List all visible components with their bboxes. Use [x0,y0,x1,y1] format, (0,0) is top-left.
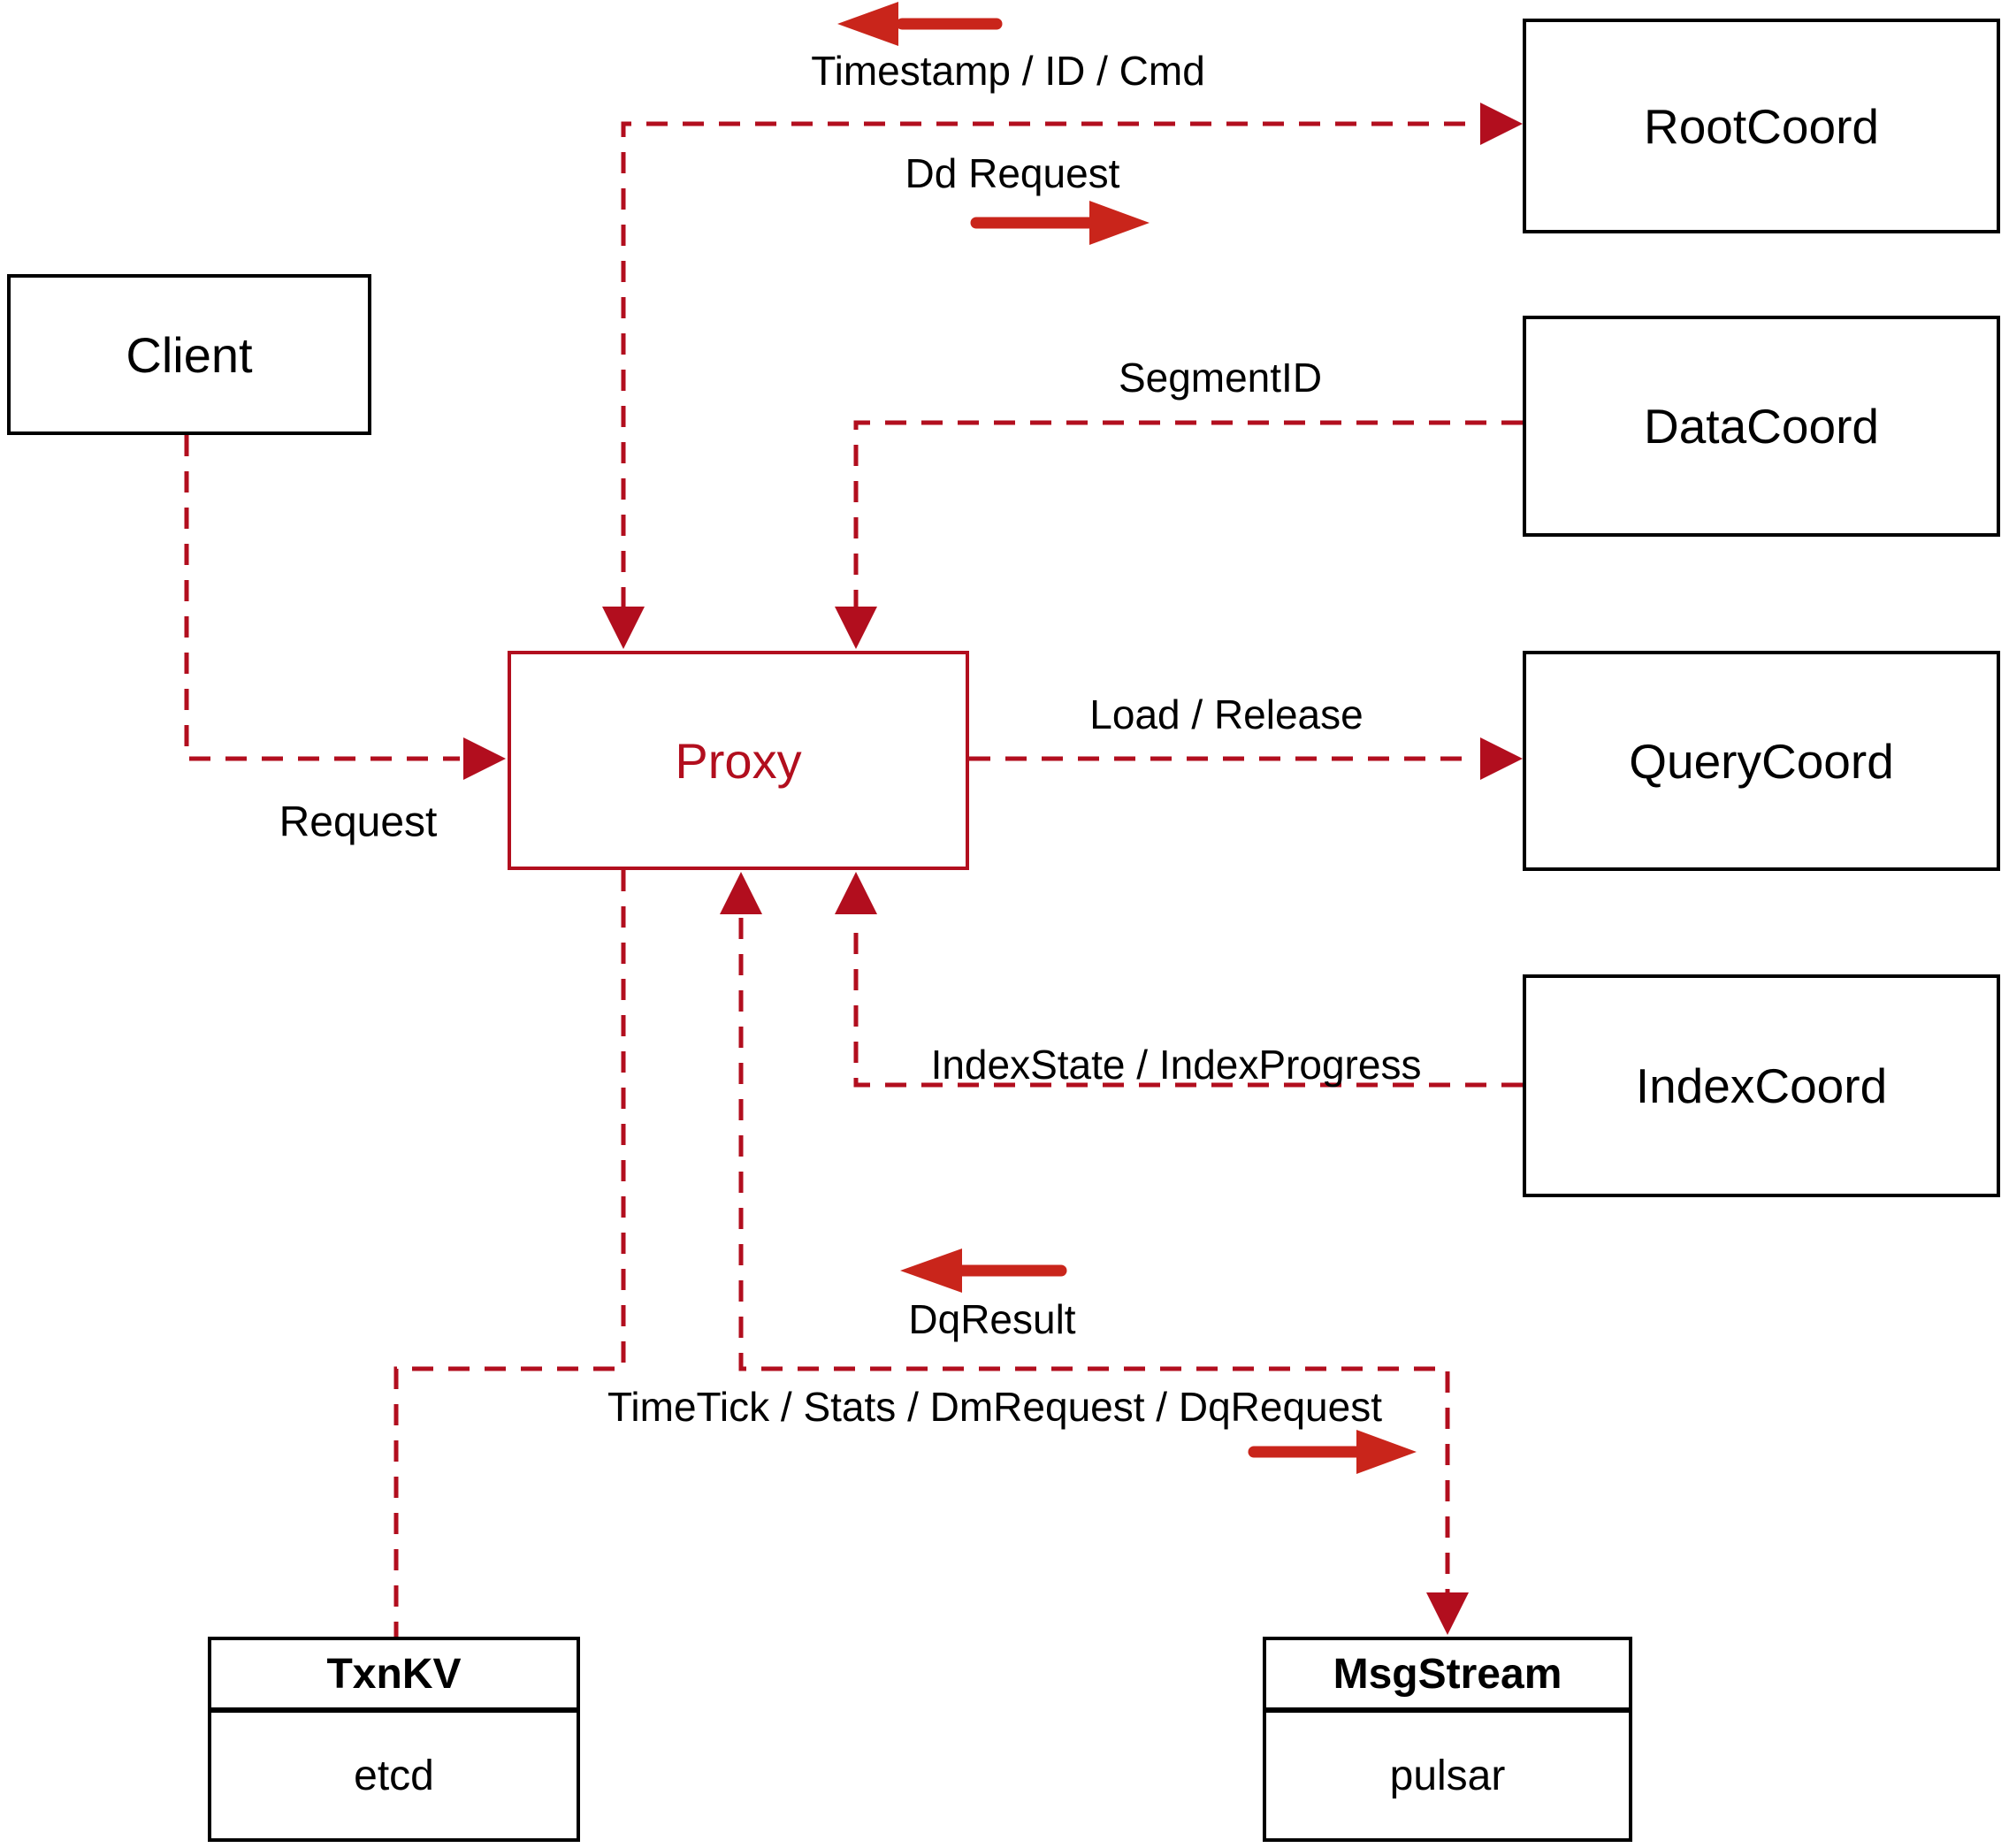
node-txnkv: TxnKV etcd [208,1637,580,1842]
timetick-direction-arrow-head [1356,1430,1417,1474]
node-datacoord: DataCoord [1523,316,2000,537]
dq-result-direction-arrow-head [900,1249,962,1293]
edge-label-index-state: IndexState / IndexProgress [930,1042,1422,1088]
edge-indexcoord-proxy [853,918,1523,1088]
edge-label-dq-result: DqResult [908,1296,1076,1342]
node-proxy-label: Proxy [675,732,802,789]
edge-label-load-release: Load / Release [1089,691,1364,737]
arrowhead-into-proxy-bottom-right [835,872,877,914]
node-txnkv-title: TxnKV [211,1640,577,1713]
edge-client-proxy [184,435,460,761]
node-client: Client [7,274,371,435]
node-indexcoord-label: IndexCoord [1635,1058,1888,1113]
arrowhead-into-proxy-top-right [835,607,877,649]
node-proxy: Proxy [508,651,969,870]
node-rootcoord: RootCoord [1523,19,2000,233]
arrowhead-into-proxy-bottom-middle [720,872,762,914]
edge-proxy-rootcoord [621,121,1477,608]
edge-datacoord-proxy [853,420,1523,608]
node-msgstream: MsgStream pulsar [1263,1637,1632,1842]
timestamp-direction-arrow-head [837,2,898,46]
node-querycoord: QueryCoord [1523,651,2000,871]
edge-label-timetick: TimeTick / Stats / DmRequest / DqRequest [607,1384,1382,1430]
edge-label-request: Request [279,798,438,846]
arrowhead-into-proxy-top-left [602,607,645,649]
arrowhead-into-msgstream [1426,1592,1469,1635]
arrowhead-into-proxy-left [463,737,506,780]
node-querycoord-label: QueryCoord [1629,733,1894,789]
node-txnkv-subtitle: etcd [354,1752,434,1799]
edge-label-dd-request: Dd Request [905,150,1120,196]
node-msgstream-title: MsgStream [1266,1640,1629,1713]
edge-label-timestamp-id-cmd: Timestamp / ID / Cmd [811,48,1205,94]
arrowhead-into-rootcoord [1480,103,1523,145]
arrowhead-into-querycoord [1480,737,1523,780]
edge-label-segment-id: SegmentID [1118,355,1323,401]
node-indexcoord: IndexCoord [1523,974,2000,1197]
node-rootcoord-label: RootCoord [1644,98,1879,154]
node-datacoord-label: DataCoord [1644,399,1879,454]
dd-request-direction-arrow-head [1089,201,1150,245]
node-client-label: Client [126,326,253,383]
edge-proxy-msgstream [738,918,1450,1596]
node-msgstream-subtitle: pulsar [1389,1752,1506,1799]
edge-proxy-txnkv [393,870,626,1637]
